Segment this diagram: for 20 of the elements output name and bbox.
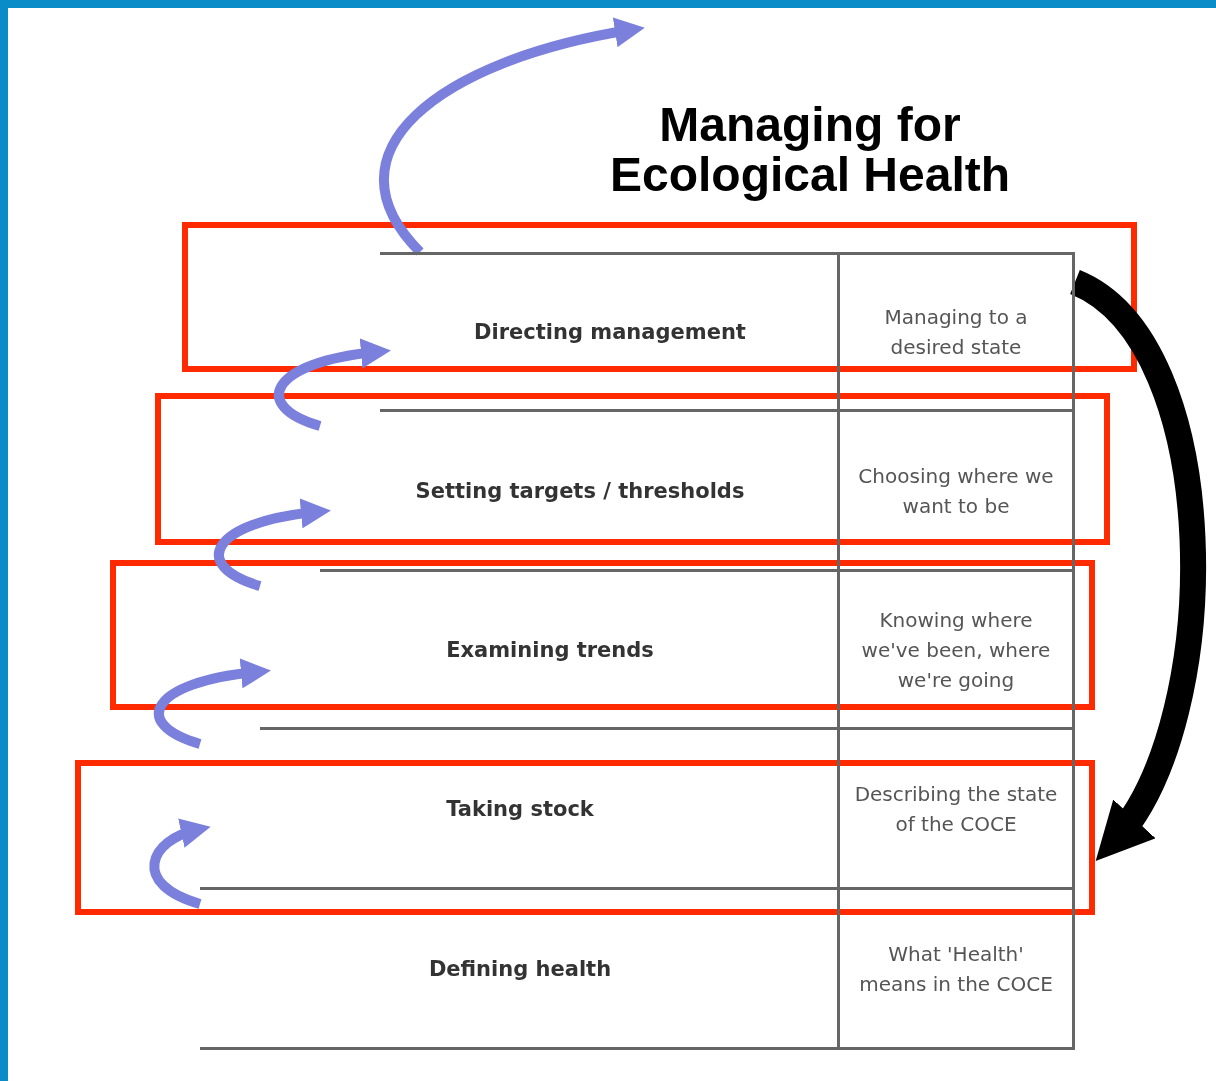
curved-arrow (274, 339, 391, 431)
step-row (380, 252, 1075, 412)
step-row (320, 412, 1075, 572)
step-label: Defining health (428, 956, 612, 981)
step-description: What 'Health' means in the COCE (858, 940, 1054, 998)
title: Managing for Ecological Health (608, 100, 1012, 200)
step-label: Setting targets / thresholds (415, 478, 745, 503)
step-row (200, 730, 1075, 890)
step-description: Knowing where we've been, where we're going (860, 606, 1052, 694)
step-description: Describing the state of the COCE (853, 780, 1059, 838)
step-label: Directing management (474, 320, 746, 344)
step-label: Examining trends (446, 637, 654, 662)
curved-arrow (149, 819, 211, 909)
curved-arrow (1068, 270, 1206, 864)
step-label: Taking stock (446, 796, 594, 821)
curved-arrow (214, 499, 331, 591)
step-row (200, 890, 1075, 1050)
step-row (260, 572, 1075, 730)
step-description: Managing to a desired state (883, 304, 1029, 361)
step-description: Choosing where we want to be (857, 462, 1055, 520)
